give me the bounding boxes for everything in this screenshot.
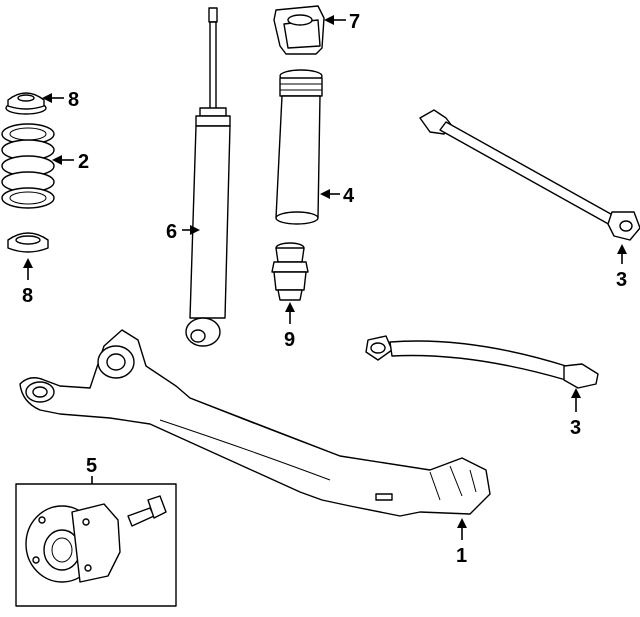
lateral-link-upper (419, 109, 640, 241)
callout-4: 4 (343, 185, 355, 207)
callout-8-lower: 8 (22, 285, 33, 307)
callout-6: 6 (166, 221, 177, 243)
upper-spring-seat (5, 92, 47, 115)
callout-5: 5 (86, 455, 97, 477)
callout-1: 1 (456, 545, 467, 567)
coil-spring (1, 123, 55, 209)
callout-numbers: 7 8 2 4 6 8 9 3 3 5 1 (22, 11, 627, 567)
callout-2: 2 (78, 151, 89, 173)
lateral-link-lower (365, 335, 599, 389)
dust-boot (275, 69, 323, 225)
callout-9: 9 (284, 329, 295, 351)
bump-stop (271, 242, 309, 301)
upper-mount (273, 5, 325, 55)
callout-8-upper: 8 (68, 89, 79, 111)
shock-absorber (185, 7, 231, 347)
hub-bearing-inset (15, 483, 177, 607)
callout-3-upper: 3 (616, 269, 627, 291)
callout-7: 7 (349, 11, 360, 33)
rear-axle-beam (19, 329, 491, 517)
lower-spring-seat (7, 232, 49, 253)
callout-leaders (23, 15, 627, 540)
callout-3-lower: 3 (570, 417, 581, 439)
